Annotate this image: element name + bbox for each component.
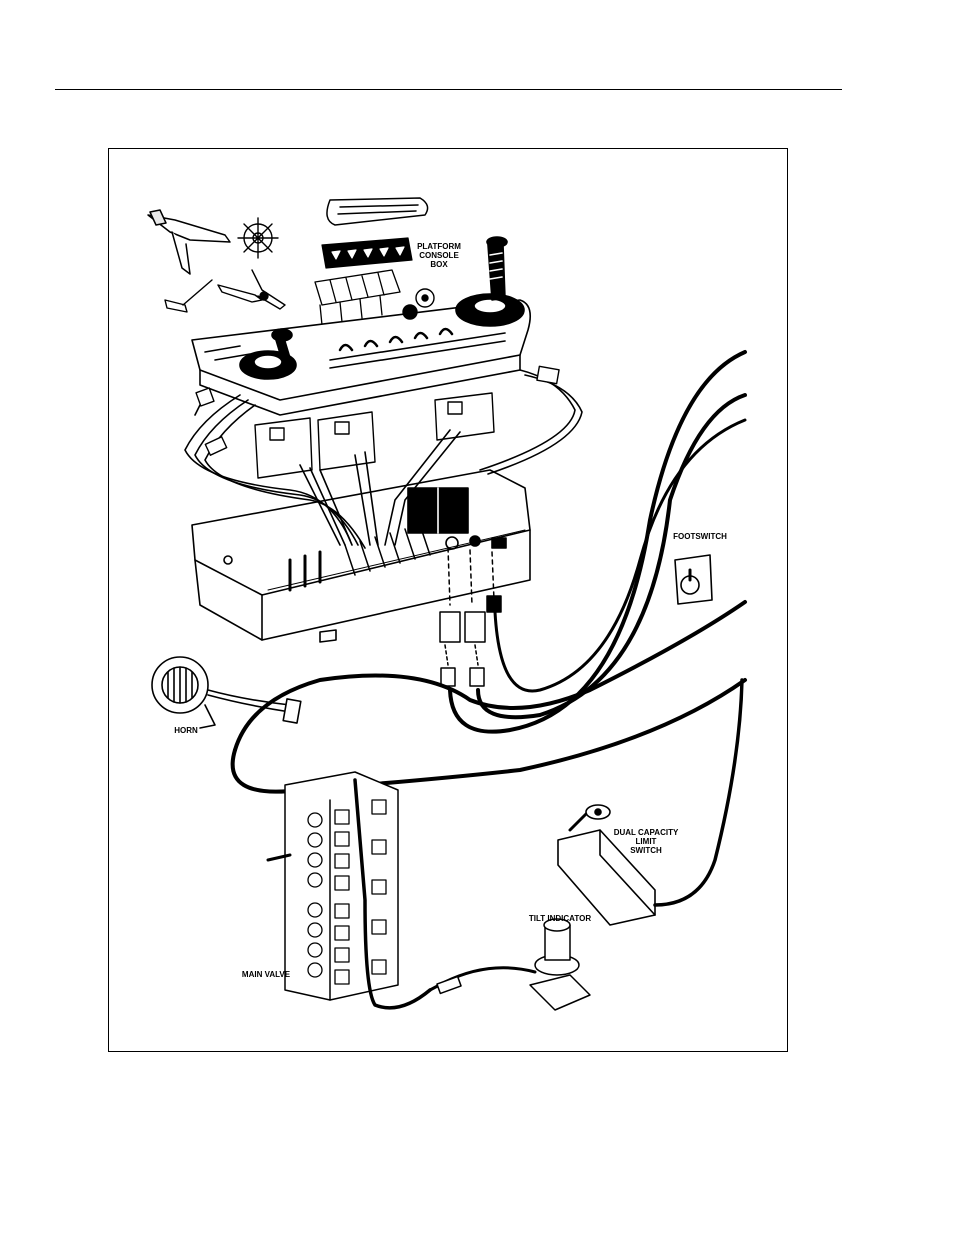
- main-valve-icon: [268, 772, 398, 1000]
- platform-console-box-label: PLATFORM CONSOLE BOX: [408, 242, 470, 269]
- footswitch-label: FOOTSWITCH: [666, 532, 734, 541]
- extractor-wheel-icon: [238, 218, 278, 258]
- tilt-indicator-label: TILT INDICATOR: [518, 914, 602, 923]
- footswitch-icon: [675, 555, 712, 604]
- console-cover-icon: [327, 198, 428, 225]
- main-valve-label: MAIN VALVE: [234, 970, 298, 979]
- pliers-icon: [218, 270, 285, 309]
- limit-switch-icon: [558, 680, 742, 925]
- horn-icon: [152, 657, 301, 728]
- tilt-indicator-icon: [430, 919, 590, 1010]
- dual-capacity-limit-switch-label: DUAL CAPACITY LIMIT SWITCH: [604, 828, 688, 855]
- crimp-tool-icon: [148, 210, 230, 274]
- pin-tool-icon: [165, 280, 212, 312]
- circuit-board-right: [435, 393, 494, 440]
- horn-label: HORN: [166, 726, 206, 735]
- circuit-board-left: [255, 418, 312, 478]
- cable-plugs: [440, 548, 501, 686]
- decal-panel-icon: [322, 238, 412, 268]
